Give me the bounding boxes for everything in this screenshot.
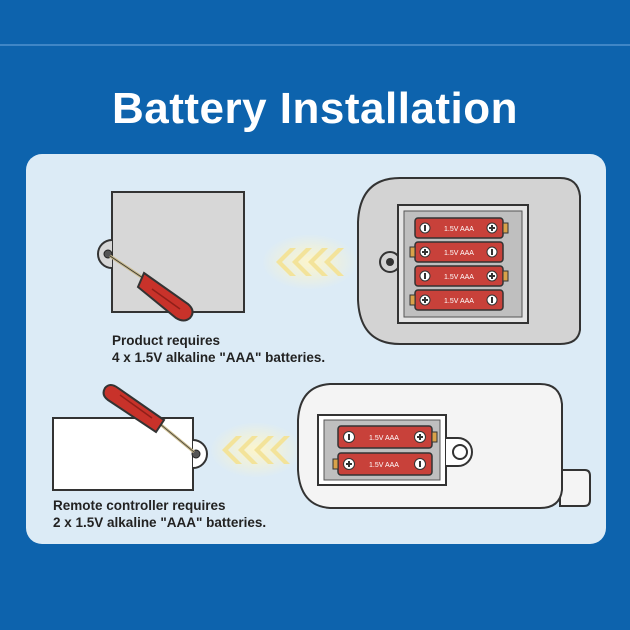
battery: 1.5V AAA [332,452,433,476]
remote-caption: Remote controller requires 2 x 1.5V alka… [53,497,266,531]
remote-caption-line1: Remote controller requires [53,498,226,513]
battery: 1.5V AAA [414,265,509,287]
battery-label: 1.5V AAA [444,274,474,281]
battery-label: 1.5V AAA [369,435,399,442]
battery-label: 1.5V AAA [444,226,474,233]
page-title: Battery Installation [111,84,519,133]
product-caption-line1: Product requires [112,333,221,348]
remote-caption-line2: 2 x 1.5V alkaline "AAA" batteries. [53,515,267,530]
battery: 1.5V AAA [409,289,504,311]
battery: 1.5V AAA [337,425,438,449]
arrow-left-icon [210,422,302,478]
remote-battery-cover [52,417,208,491]
top-divider [0,44,630,46]
screwdriver-icon [109,254,194,322]
battery-label: 1.5V AAA [444,250,474,257]
battery: 1.5V AAA [409,241,504,263]
battery-label: 1.5V AAA [444,298,474,305]
screwdriver-icon [102,384,195,454]
product-caption-line2: 4 x 1.5V alkaline "AAA" batteries. [112,350,326,365]
product-battery-cover [97,191,245,313]
battery-label: 1.5V AAA [369,462,399,469]
arrow-left-icon [262,234,358,290]
battery: 1.5V AAA [414,217,509,239]
product-caption: Product requires 4 x 1.5V alkaline "AAA"… [112,332,325,366]
